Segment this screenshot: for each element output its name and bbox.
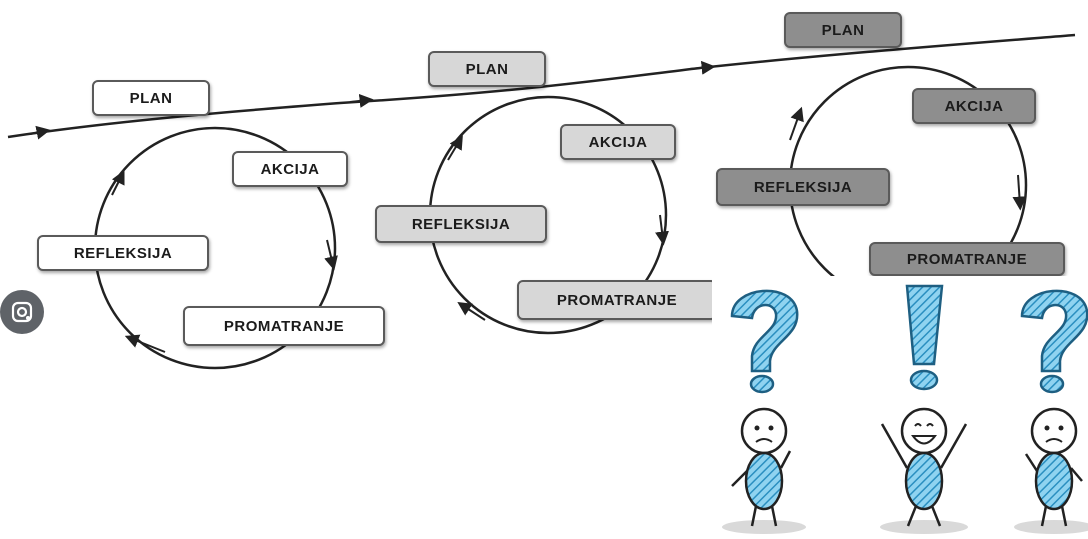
cycle-2-plan-box: PLAN xyxy=(428,51,546,87)
arrow-3 xyxy=(689,60,716,75)
question-mark-icon xyxy=(730,289,799,394)
cycle-1-arrow-c xyxy=(111,169,125,196)
cycle-2-promatranje-box: PROMATRANJE xyxy=(517,280,717,320)
cycle-3-refleksija-box: REFLEKSIJA xyxy=(716,168,890,206)
cycle-3-plan-box: PLAN xyxy=(784,12,902,48)
cycle-3-arrow-a xyxy=(1012,174,1027,211)
cycle-3-promatranje-box: PROMATRANJE xyxy=(869,242,1065,276)
cycle-2-arrow-b xyxy=(457,301,486,321)
lens-icon[interactable] xyxy=(0,290,44,334)
cycle-1-refleksija-box: REFLEKSIJA xyxy=(37,235,209,271)
cycle-2-refleksija-box: REFLEKSIJA xyxy=(375,205,547,243)
worried-figure xyxy=(1014,407,1088,534)
happy-figure xyxy=(880,407,968,534)
cycle-1-plan-box: PLAN xyxy=(92,80,210,116)
cycle-3-arrow-c xyxy=(789,106,804,141)
cycle-1-akcija-box: AKCIJA xyxy=(232,151,348,187)
cycle-2-akcija-box: AKCIJA xyxy=(560,124,676,160)
arrow-1 xyxy=(29,125,51,140)
cycle-2-arrow-a xyxy=(655,214,669,246)
question-mark-icon xyxy=(1020,289,1088,394)
thinking-figures-panel xyxy=(712,276,1088,534)
cycle-1-arrow-a xyxy=(324,239,338,271)
arrow-2 xyxy=(349,93,374,108)
cycle-2-arrow-c xyxy=(447,135,463,161)
exclamation-mark-icon xyxy=(905,284,944,391)
cycle-3-akcija-box: AKCIJA xyxy=(912,88,1036,124)
cycle-1-promatranje-box: PROMATRANJE xyxy=(183,306,385,346)
cycle-1-arrow-b xyxy=(124,334,166,353)
worried-figure xyxy=(722,407,806,534)
